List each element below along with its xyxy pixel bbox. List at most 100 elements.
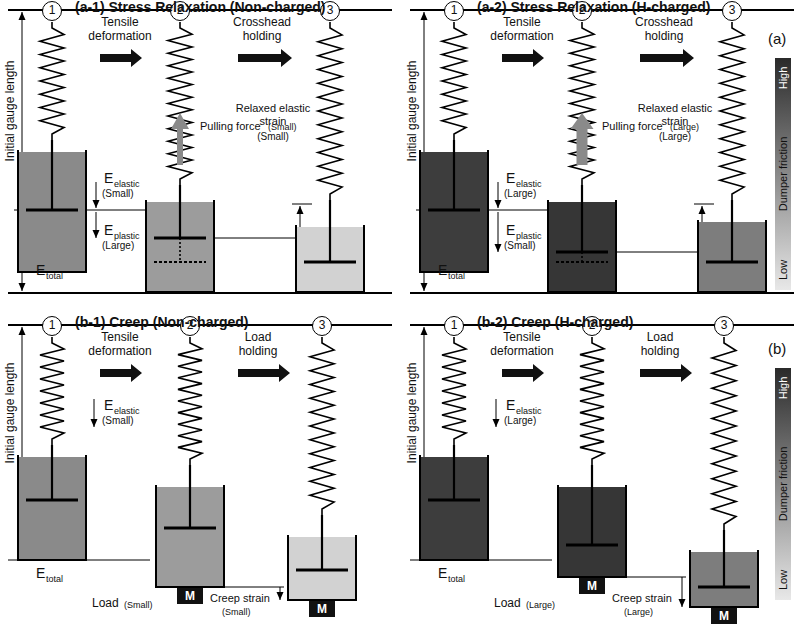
load-weight: M — [177, 588, 203, 604]
spring — [318, 22, 342, 200]
annotation: E — [506, 397, 515, 413]
annotation: (b) — [768, 340, 786, 357]
arrow-head — [421, 283, 428, 291]
spring — [310, 337, 334, 515]
node-text: 1 — [451, 318, 458, 332]
node-text: 1 — [49, 318, 56, 332]
annotation: (Large) — [504, 415, 536, 427]
node-text: M — [587, 579, 597, 593]
load-weight: M — [579, 578, 605, 594]
arrow-head — [19, 283, 26, 291]
annotation: Tensile deformation — [488, 16, 556, 44]
scale-text: High — [777, 377, 789, 400]
node-text: 3 — [721, 318, 728, 332]
piston-plate — [566, 544, 618, 547]
piston-rod — [189, 465, 191, 528]
step-arrow — [238, 49, 292, 67]
arrow-head — [91, 419, 98, 427]
annotation: plastic — [516, 231, 542, 241]
annotation: total — [46, 574, 63, 584]
annotation: (Large) — [526, 600, 555, 610]
annotation: Initial gauge length — [4, 363, 18, 464]
piston-plate — [428, 209, 480, 212]
piston-rod — [329, 200, 331, 262]
piston-plate — [164, 527, 216, 530]
annotation: (Large) — [102, 240, 134, 252]
annotation: elastic — [516, 406, 542, 416]
annotation: E — [104, 222, 113, 238]
annotation: Crosshead holding — [624, 16, 704, 44]
annotation: Load holding — [228, 331, 288, 359]
annotation: E — [438, 262, 447, 278]
annotation: E — [438, 565, 447, 581]
annotation: Tensile deformation — [488, 331, 556, 359]
piston-plate — [428, 499, 480, 502]
arrow-head — [93, 230, 100, 238]
annotation: elastic — [114, 179, 140, 189]
stage-number: 1 — [444, 1, 464, 21]
annotation: Load — [92, 597, 119, 611]
annotation: Load holding — [630, 331, 690, 359]
annotation: Relaxed elastic strain — [232, 102, 314, 127]
spring — [168, 22, 192, 185]
pulling-force-arrow — [571, 113, 594, 165]
piston-plate — [706, 261, 758, 264]
annotation: elastic — [114, 406, 140, 416]
step-arrow — [100, 364, 142, 382]
annotation: (Large) — [504, 188, 536, 200]
spring — [40, 22, 64, 140]
arrow-head — [93, 200, 100, 208]
spring — [40, 337, 64, 445]
piston-plate — [304, 261, 356, 264]
arrow-head — [421, 327, 428, 335]
friction-scale-bar: HighDumper frictionLow — [775, 368, 791, 600]
stage-number: 3 — [722, 1, 742, 21]
arrow-head — [19, 327, 26, 335]
node-text: M — [185, 589, 195, 603]
piston-rod — [453, 445, 455, 500]
arrow-head — [699, 206, 706, 214]
annotation: Relaxed elastic strain — [634, 102, 716, 127]
piston-rod — [51, 140, 53, 210]
node-text: 3 — [327, 3, 334, 17]
annotation: E — [104, 170, 113, 186]
annotation: E — [506, 222, 515, 238]
annotation: E — [36, 262, 45, 278]
annotation: (Small) — [232, 131, 314, 143]
piston-rod — [321, 515, 323, 570]
panel-title: (a-2) Stress Relaxation (H-charged) — [477, 0, 710, 15]
scale-text: Dumper friction — [777, 137, 789, 212]
piston-plate — [26, 499, 78, 502]
annotation: Load — [494, 597, 521, 611]
node-text: 3 — [729, 3, 736, 17]
piston-plate — [154, 261, 206, 263]
pulling-force-arrow — [171, 113, 189, 165]
annotation: (Small) — [102, 415, 134, 427]
panel-title: (a-1) Stress Relaxation (Non-charged) — [75, 0, 326, 15]
spring — [720, 22, 744, 200]
annotation: Pulling force — [200, 120, 261, 133]
piston-rod — [51, 445, 53, 500]
piston-plate — [698, 586, 750, 589]
piston-rod — [179, 238, 181, 262]
annotation: Creep strain — [612, 592, 672, 605]
step-arrow — [502, 364, 544, 382]
annotation: plastic — [114, 231, 140, 241]
spring — [178, 337, 202, 465]
arrow-head — [495, 200, 502, 208]
scale-text: Low — [777, 260, 789, 280]
node-text: 3 — [319, 318, 326, 332]
annotation: Crosshead holding — [222, 16, 302, 44]
annotation: total — [46, 271, 63, 281]
annotation: total — [448, 574, 465, 584]
scale-text: High — [777, 67, 789, 90]
arrow-head — [297, 206, 304, 214]
panel-title: (b-2) Creep (H-charged) — [477, 314, 633, 330]
piston-rod — [731, 200, 733, 262]
annotation: E — [104, 397, 113, 413]
node-text: M — [719, 609, 729, 623]
leader-line — [292, 204, 312, 205]
annotation: elastic — [516, 179, 542, 189]
node-text: 1 — [451, 3, 458, 17]
